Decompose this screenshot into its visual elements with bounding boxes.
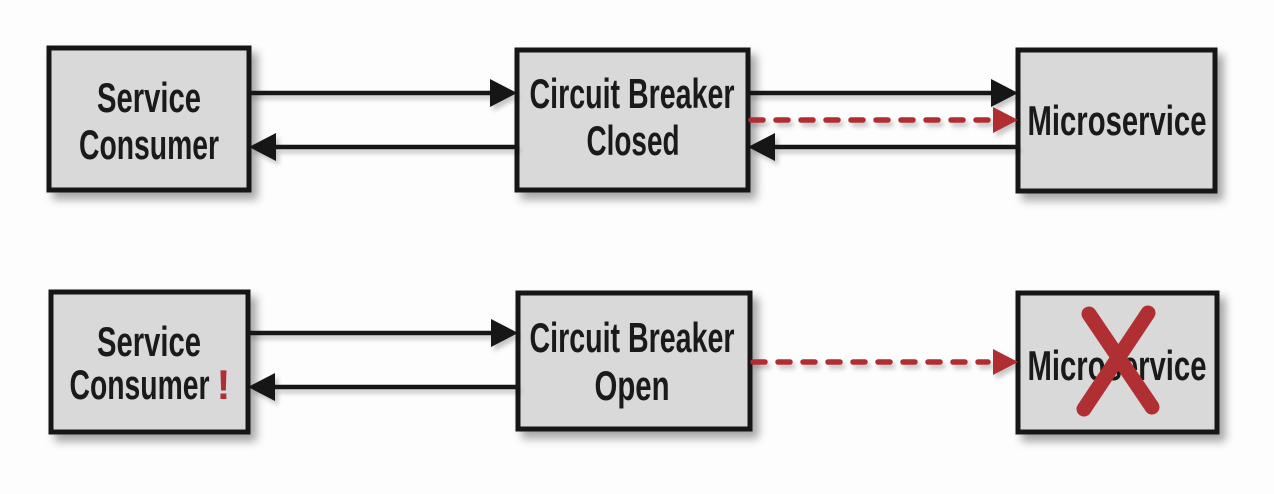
service-consumer-box [46,45,252,193]
request-arrowhead-icon [491,319,518,347]
failure-x-icon [1076,305,1160,417]
service-consumer-label-line1: Service [97,318,201,365]
consumer-error-exclamation: ! [217,361,231,408]
monitored-call-arrowhead-icon [993,107,1018,133]
row-open-state: Service Consumer! Circuit Breaker Open M… [48,289,1220,435]
service-consumer-label-line2: Consumer! [70,361,231,408]
breaker-state-open: Open [595,362,670,409]
response-arrowhead-icon [248,373,275,401]
x-stroke-2 [1081,306,1160,415]
blocked-call-arrowhead-icon [993,349,1018,375]
service-response-arrowhead-icon [748,133,775,161]
service-consumer-label-line2: Consumer [79,121,219,168]
circuit-breaker-box [514,47,751,193]
circuit-breaker-label: Circuit Breaker [530,70,735,117]
service-consumer-box [48,289,251,435]
response-arrowhead-icon [249,133,276,161]
microservice-box [1015,47,1218,194]
circuit-breaker-box [515,290,753,432]
forward-call-arrowhead-icon [991,79,1018,107]
service-consumer-label-text: Consumer [70,361,210,408]
breaker-state-closed: Closed [587,117,680,164]
circuit-breaker-label: Circuit Breaker [530,314,735,361]
request-arrowhead-icon [490,79,517,107]
service-consumer-label-line1: Service [97,74,201,121]
row-closed-state: Service Consumer Circuit Breaker Closed … [46,45,1218,194]
microservice-label: Microservice [1028,97,1207,144]
